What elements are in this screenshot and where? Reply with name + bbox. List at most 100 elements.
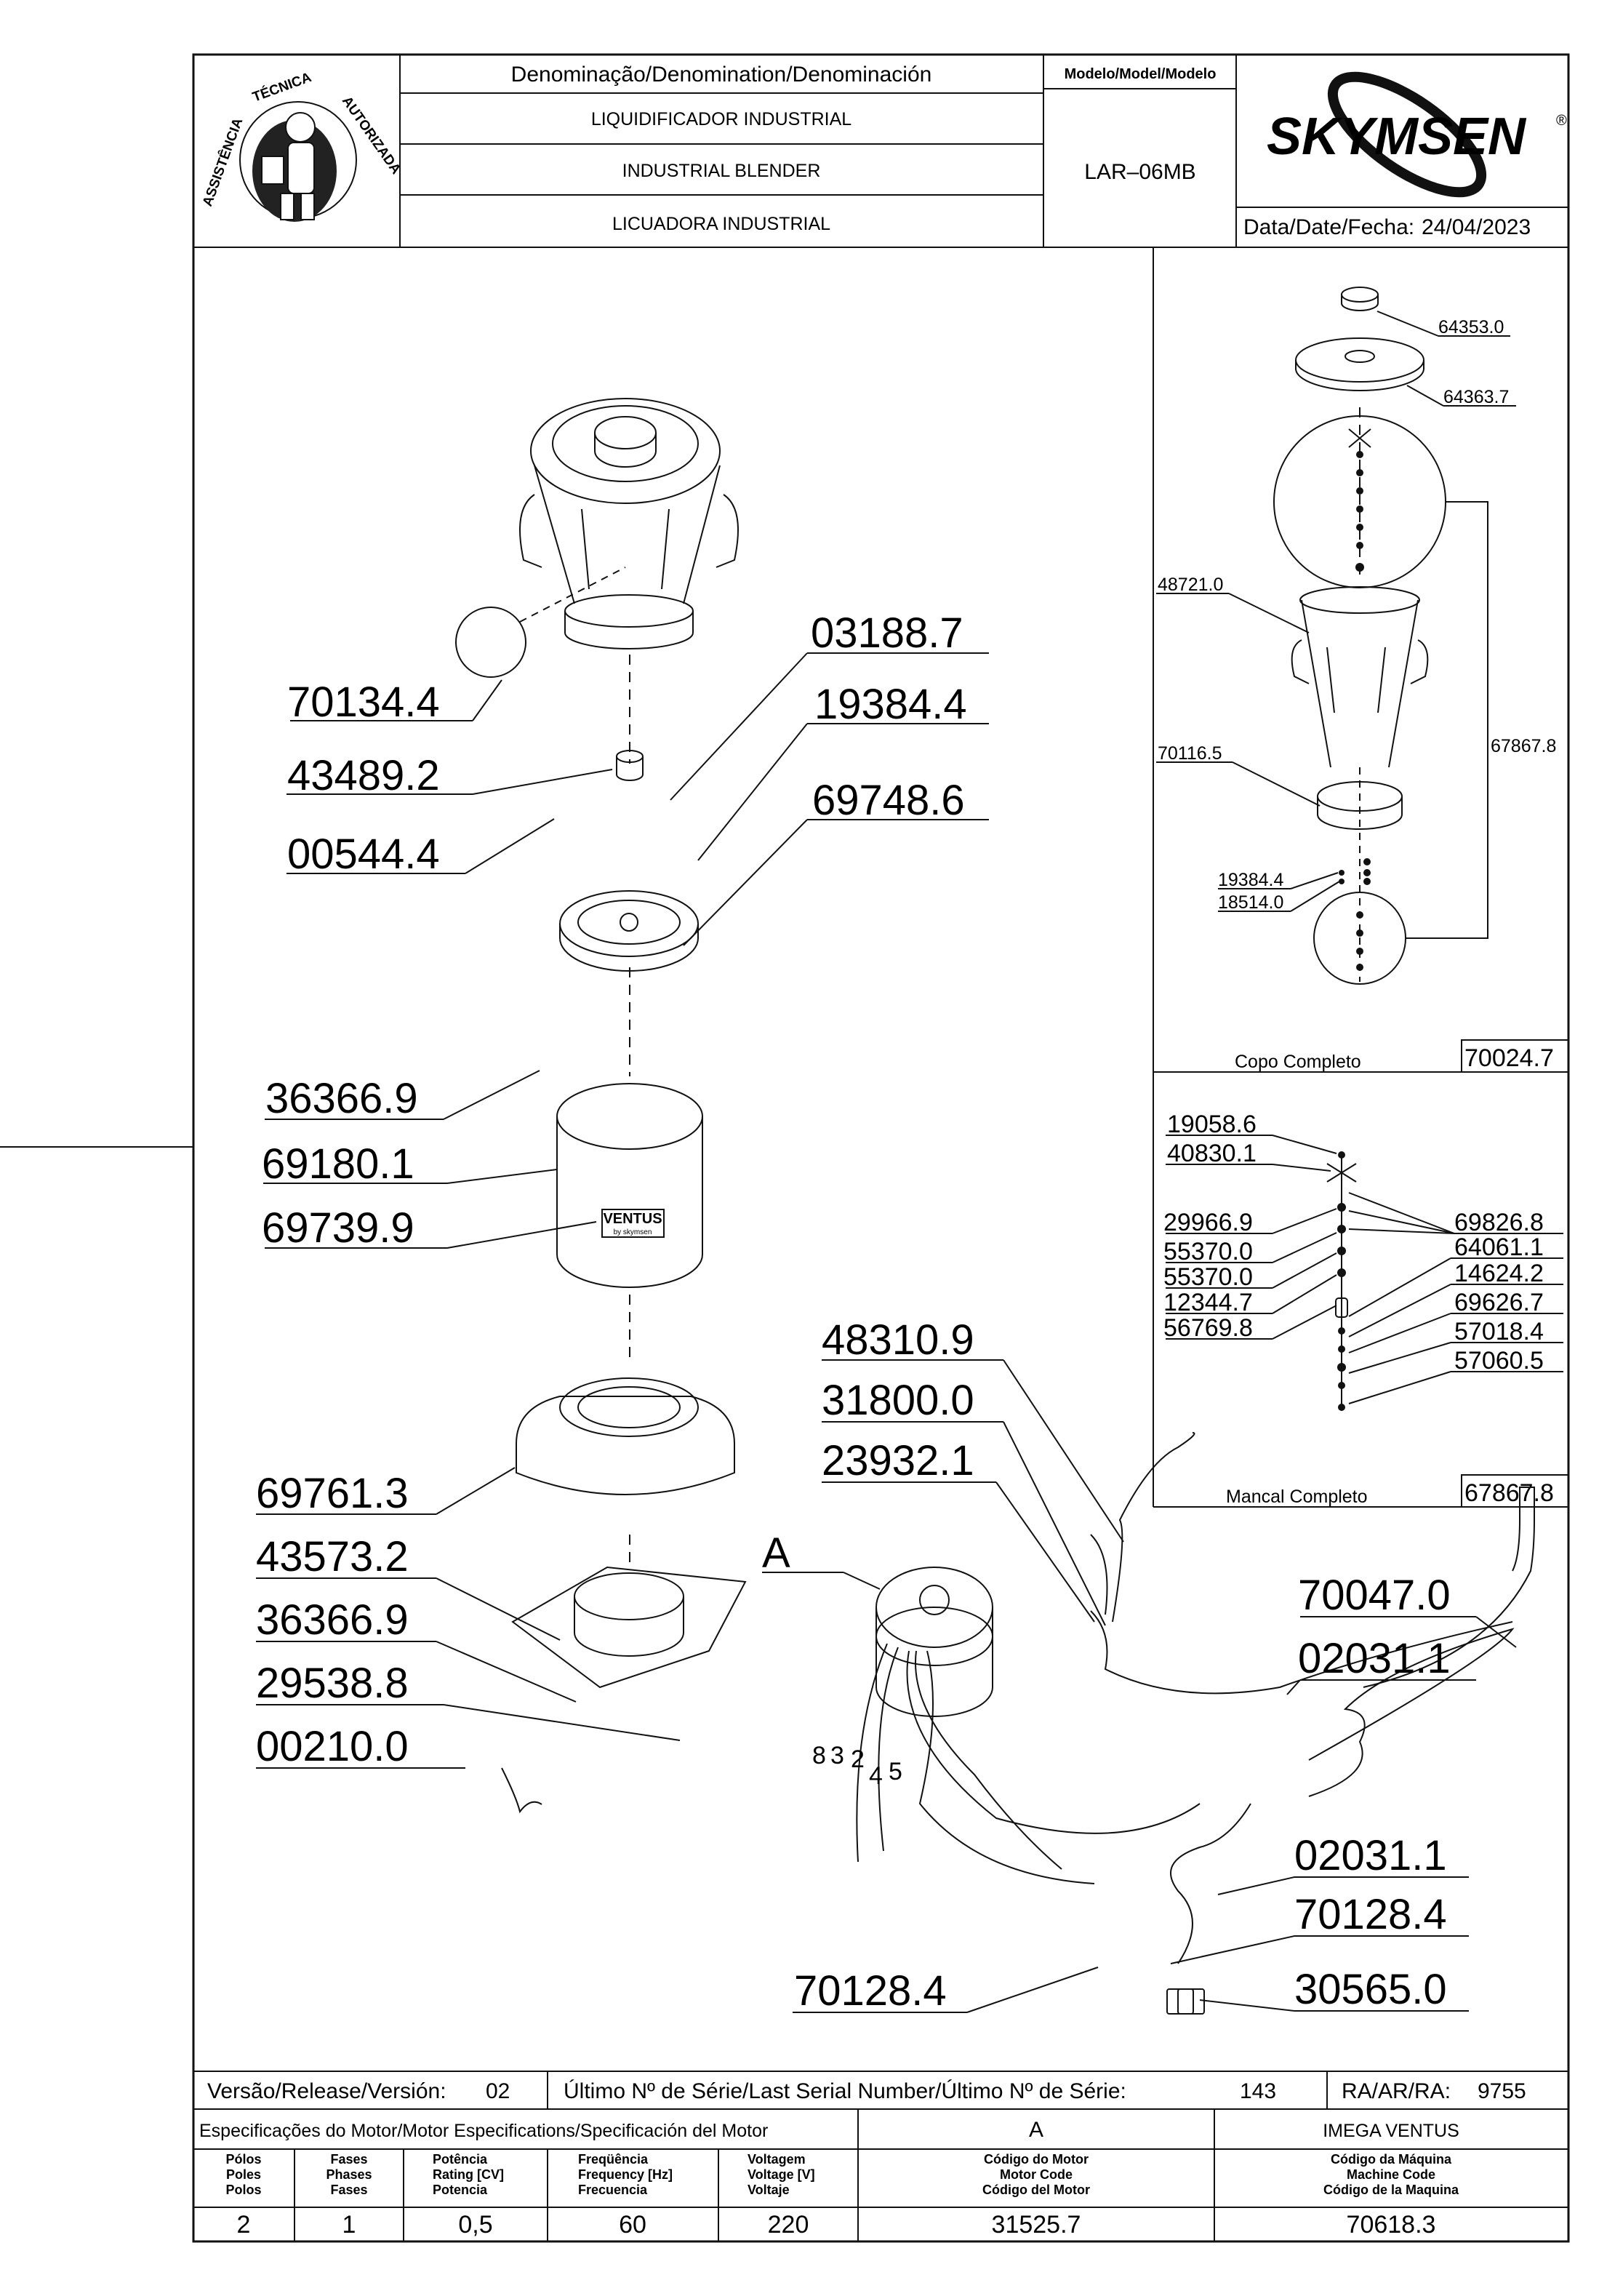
serial-value: 143 bbox=[1240, 2079, 1276, 2103]
part-label-cable-clip: 00210.0 bbox=[256, 1723, 409, 1770]
mancal-label-6: 12344.7 bbox=[1163, 1289, 1253, 1316]
sticker-subtext: by skymsen bbox=[614, 1228, 652, 1236]
ra-value: 9755 bbox=[1478, 2079, 1526, 2103]
title-block bbox=[193, 55, 1568, 248]
part-label-power-cord: 70047.0 bbox=[1298, 1572, 1451, 1619]
part-label-jar: 70134.4 bbox=[287, 679, 440, 726]
part-label-foot: 29538.8 bbox=[256, 1660, 409, 1707]
part-label-switch-wire-right: 70128.4 bbox=[1294, 1891, 1447, 1938]
col-voltage-line1: Voltagem bbox=[748, 2152, 806, 2167]
sticker-text: VENTUS bbox=[603, 1211, 662, 1227]
wire-number-4: 4 bbox=[869, 1762, 883, 1790]
col-machine-code-line1: Código da Máquina bbox=[1331, 2152, 1452, 2167]
part-label-terminal: 23932.1 bbox=[822, 1437, 974, 1484]
main-exploded-drawing bbox=[256, 398, 1535, 2015]
value-phases: 1 bbox=[342, 2211, 356, 2239]
value-motor-code: 31525.7 bbox=[992, 2211, 1081, 2239]
part-label-motor-plate: 43573.2 bbox=[256, 1533, 409, 1580]
machine-name: IMEGA VENTUS bbox=[1323, 2121, 1459, 2141]
mancal-label-9: 64061.1 bbox=[1454, 1233, 1544, 1261]
spec-values: 2 1 0,5 60 220 31525.7 70618.3 bbox=[237, 2211, 1436, 2239]
part-label-coupling-base: 69748.6 bbox=[812, 777, 965, 824]
wire-number-5: 5 bbox=[889, 1758, 902, 1785]
copo-label-lid: 64363.7 bbox=[1443, 387, 1509, 407]
mancal-label-4: 55370.0 bbox=[1163, 1238, 1253, 1265]
col-machine-code-line3: Código de la Maquina bbox=[1323, 2183, 1459, 2197]
mancal-panel-title: Mancal Completo bbox=[1226, 1487, 1368, 1507]
col-machine-code-line2: Machine Code bbox=[1347, 2167, 1435, 2182]
mancal-label-7: 56769.8 bbox=[1163, 1314, 1253, 1342]
logo-text-left: ASSISTÊNCIA bbox=[199, 116, 246, 209]
denomination-header: Denominação/Denomination/Denominación bbox=[511, 63, 932, 87]
part-label-cord-terminal: 02031.1 bbox=[1298, 1635, 1451, 1682]
release-value: 02 bbox=[486, 2079, 510, 2103]
value-rating: 0,5 bbox=[458, 2211, 492, 2239]
part-label-coupling: 43489.2 bbox=[287, 752, 440, 799]
mancal-label-1: 19058.6 bbox=[1167, 1111, 1257, 1138]
ventus-sticker: VENTUS by skymsen bbox=[603, 1211, 662, 1236]
brand-registered-mark: ® bbox=[1556, 113, 1567, 129]
part-label-washer: 19384.4 bbox=[814, 681, 967, 728]
name-portuguese: LIQUIDIFICADOR INDUSTRIAL bbox=[591, 109, 851, 129]
wire-number-2: 3 bbox=[830, 1742, 844, 1769]
col-voltage-line2: Voltage [V] bbox=[748, 2167, 815, 2182]
mancal-dots bbox=[1337, 1151, 1346, 1411]
copo-panel-code: 70024.7 bbox=[1464, 1044, 1554, 1072]
wire-number-3: 2 bbox=[851, 1745, 865, 1773]
wire-number-1: 8 bbox=[812, 1742, 826, 1769]
brand-logo: SKYMSEN ® bbox=[1267, 71, 1567, 198]
model-header: Modelo/Model/Modelo bbox=[1065, 66, 1217, 82]
value-machine-code: 70618.3 bbox=[1347, 2211, 1436, 2239]
mancal-label-13: 57060.5 bbox=[1454, 1347, 1544, 1375]
copo-label-nut: 18514.0 bbox=[1218, 892, 1283, 913]
part-label-capacitor: 48310.9 bbox=[822, 1316, 974, 1364]
motor-spec-header: Especificações do Motor/Motor Especifica… bbox=[199, 2121, 768, 2141]
value-voltage: 220 bbox=[768, 2211, 809, 2239]
copo-label-washer: 19384.4 bbox=[1218, 870, 1283, 890]
copo-bearing-dots bbox=[1339, 451, 1371, 971]
footer-table-grid bbox=[193, 2071, 1568, 2241]
copo-panel-title: Copo Completo bbox=[1235, 1052, 1361, 1072]
mancal-label-3: 29966.9 bbox=[1163, 1209, 1253, 1236]
serial-label: Último Nº de Série/Last Serial Number/Úl… bbox=[564, 2079, 1126, 2103]
value-poles: 2 bbox=[237, 2211, 251, 2239]
callout-letter-a: A bbox=[762, 1529, 790, 1577]
motor-letter: A bbox=[1029, 2118, 1043, 2142]
date-value: 24/04/2023 bbox=[1422, 215, 1531, 239]
mancal-label-11: 69626.7 bbox=[1454, 1289, 1544, 1316]
part-label-body-shell: 69180.1 bbox=[262, 1140, 414, 1188]
part-label-switch-wire-left: 70128.4 bbox=[794, 1967, 947, 2015]
copo-label-cup: 48721.0 bbox=[1158, 575, 1223, 595]
col-rating-line2: Rating [CV] bbox=[433, 2167, 504, 2182]
part-label-connector: 31800.0 bbox=[822, 1377, 974, 1424]
sheet-frame bbox=[0, 53, 1570, 2243]
logo-text-right: AUTORIZADA bbox=[339, 94, 404, 177]
col-voltage-line3: Voltaje bbox=[748, 2183, 790, 2197]
part-label-switch-terminal: 02031.1 bbox=[1294, 1832, 1447, 1879]
col-phases-line3: Fases bbox=[330, 2183, 367, 2197]
col-phases-line2: Phases bbox=[326, 2167, 372, 2182]
mancal-label-8: 69826.8 bbox=[1454, 1209, 1544, 1236]
name-spanish: LICUADORA INDUSTRIAL bbox=[612, 214, 830, 234]
date-label: Data/Date/Fecha: bbox=[1243, 215, 1414, 239]
copo-label-bearing-assembly: 67867.8 bbox=[1491, 736, 1556, 756]
col-poles-line1: Pólos bbox=[225, 2152, 261, 2167]
technical-assistance-logo: ASSISTÊNCIA TÉCNICA AUTORIZADA bbox=[199, 69, 404, 222]
mancal-label-2: 40830.1 bbox=[1167, 1140, 1257, 1167]
part-label-base-housing: 69761.3 bbox=[256, 1470, 409, 1517]
col-poles-line3: Polos bbox=[225, 2183, 261, 2197]
part-label-switch: 30565.0 bbox=[1294, 1966, 1447, 2013]
spec-column-headers: Pólos Poles Polos Fases Phases Fases Pot… bbox=[225, 2152, 1459, 2197]
part-label-pin: 03188.7 bbox=[811, 609, 963, 657]
col-rating-line1: Potência bbox=[433, 2152, 488, 2167]
col-motor-code-line1: Código do Motor bbox=[984, 2152, 1089, 2167]
col-poles-line2: Poles bbox=[226, 2167, 261, 2182]
mancal-label-12: 57018.4 bbox=[1454, 1318, 1544, 1345]
brand-name: SKYMSEN bbox=[1267, 108, 1527, 166]
release-label: Versão/Release/Versión: bbox=[207, 2079, 446, 2103]
col-frequency-line3: Frecuencia bbox=[578, 2183, 648, 2197]
value-frequency: 60 bbox=[619, 2211, 646, 2239]
part-label-shell-screw: 36366.9 bbox=[265, 1075, 418, 1122]
logo-text-top: TÉCNICA bbox=[250, 69, 313, 105]
